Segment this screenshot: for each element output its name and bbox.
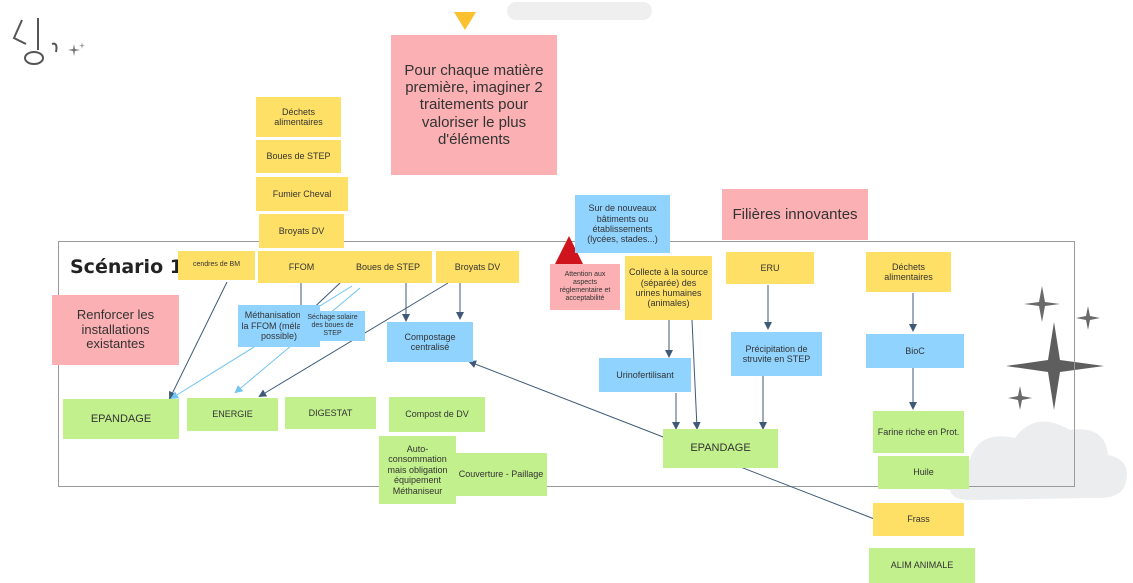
urinofertilisant-note[interactable]: Urinofertilisant — [599, 358, 691, 392]
sparkle-icon — [68, 42, 85, 56]
prompt-note[interactable]: Pour chaque matière première, imaginer 2… — [391, 35, 557, 175]
dechets-alimentaires-note[interactable]: Déchets alimentaires — [256, 97, 341, 137]
broyats-dv-note-row[interactable]: Broyats DV — [436, 251, 519, 283]
stars-decoration-icon — [1006, 286, 1104, 410]
compostage-centralise-note[interactable]: Compostage centralisé — [387, 322, 473, 362]
attention-note[interactable]: Attention aux aspects réglementaire et a… — [550, 264, 620, 310]
cendres-de-bm-note[interactable]: cendres de BM — [178, 251, 255, 280]
couverture-paillage-note[interactable]: Couverture - Paillage — [455, 453, 547, 496]
dechets-alimentaires-right-note[interactable]: Déchets alimentaires — [866, 252, 951, 292]
epandage-right-note[interactable]: EPANDAGE — [663, 429, 778, 468]
boues-de-step-note-row[interactable]: Boues de STEP — [344, 251, 432, 283]
farine-note[interactable]: Farine riche en Prot. — [873, 411, 964, 453]
cloud-decoration-icon — [935, 421, 1127, 500]
boues-de-step-note-top[interactable]: Boues de STEP — [256, 140, 341, 173]
filieres-innovantes-note[interactable]: Filières innovantes — [722, 189, 868, 240]
broyats-dv-note-top[interactable]: Broyats DV — [259, 214, 344, 248]
pointer-marker-icon — [454, 12, 476, 30]
collecte-urines-note[interactable]: Collecte à la source (séparée) des urine… — [625, 256, 712, 320]
energie-note[interactable]: ENERGIE — [187, 398, 278, 431]
warning-triangle-icon — [554, 236, 584, 266]
renforcer-installations-note[interactable]: Renforcer les installations existantes — [52, 295, 179, 365]
nouveaux-batiments-note[interactable]: Sur de nouveaux bâtiments ou établisseme… — [575, 195, 670, 253]
fumier-cheval-note[interactable]: Fumier Cheval — [256, 177, 348, 211]
frass-note[interactable]: Frass — [873, 503, 964, 536]
ffom-note[interactable]: FFOM — [258, 251, 345, 283]
toolbar-pill — [507, 2, 652, 20]
digestat-note[interactable]: DIGESTAT — [285, 397, 376, 429]
scenario-title: Scénario 1 — [70, 256, 183, 278]
alim-animale-note[interactable]: ALIM ANIMALE — [869, 548, 975, 583]
compost-de-dv-note[interactable]: Compost de DV — [389, 397, 485, 432]
hand-drawn-logo-icon — [12, 18, 58, 65]
sechage-solaire-note[interactable]: Séchage solaire des boues de STEP — [300, 311, 365, 341]
struvite-note[interactable]: Précipitation de struvite en STEP — [731, 332, 822, 376]
epandage-left-note[interactable]: EPANDAGE — [63, 399, 179, 439]
bioc-note[interactable]: BioC — [866, 334, 964, 368]
eru-note[interactable]: ERU — [726, 252, 814, 284]
autoconsommation-note[interactable]: Auto-consommation mais obligation équipe… — [379, 436, 456, 504]
huile-note[interactable]: Huile — [878, 456, 969, 489]
